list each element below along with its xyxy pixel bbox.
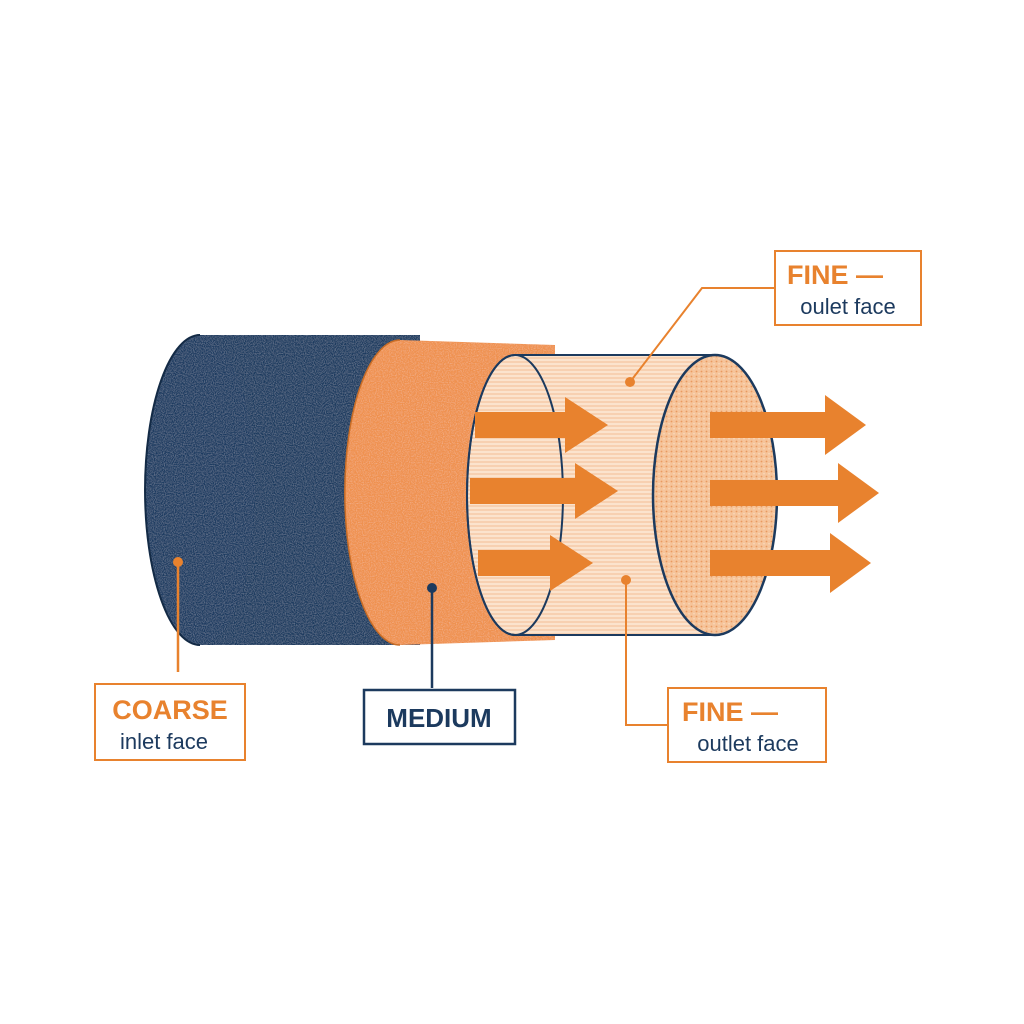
flow-arrow — [710, 395, 866, 455]
fine-top-leader — [625, 287, 775, 387]
flow-arrow — [710, 533, 871, 593]
medium-label-title: MEDIUM — [386, 703, 491, 733]
coarse-label-subtitle: inlet face — [120, 729, 208, 754]
fine-bottom-label-title: FINE — — [682, 697, 778, 727]
coarse-marker-dot — [173, 557, 183, 567]
fine-top-label-title: FINE — — [787, 260, 883, 290]
flow-arrow — [478, 535, 593, 591]
medium-marker-dot — [427, 583, 437, 593]
inner-flow-arrows — [470, 397, 618, 591]
fine-top-label: FINE — oulet face — [774, 250, 922, 326]
medium-label: MEDIUM — [362, 688, 517, 746]
coarse-layer-face — [145, 335, 255, 645]
fine-bottom-label-subtitle: outlet face — [697, 731, 799, 756]
fine-top-label-subtitle: oulet face — [800, 294, 895, 319]
medium-leader — [427, 583, 437, 688]
coarse-label-title: COARSE — [112, 695, 228, 725]
fine-top-marker-dot — [625, 377, 635, 387]
coarse-label: COARSE inlet face — [94, 683, 246, 761]
fine-bottom-label: FINE — outlet face — [667, 687, 827, 763]
fine-bottom-marker-dot — [621, 575, 631, 585]
flow-arrow — [470, 463, 618, 519]
coarse-leader — [173, 557, 183, 672]
fine-bottom-leader — [621, 575, 668, 726]
flow-arrow — [710, 463, 879, 523]
outer-flow-arrows — [710, 395, 879, 593]
flow-arrow — [475, 397, 608, 453]
